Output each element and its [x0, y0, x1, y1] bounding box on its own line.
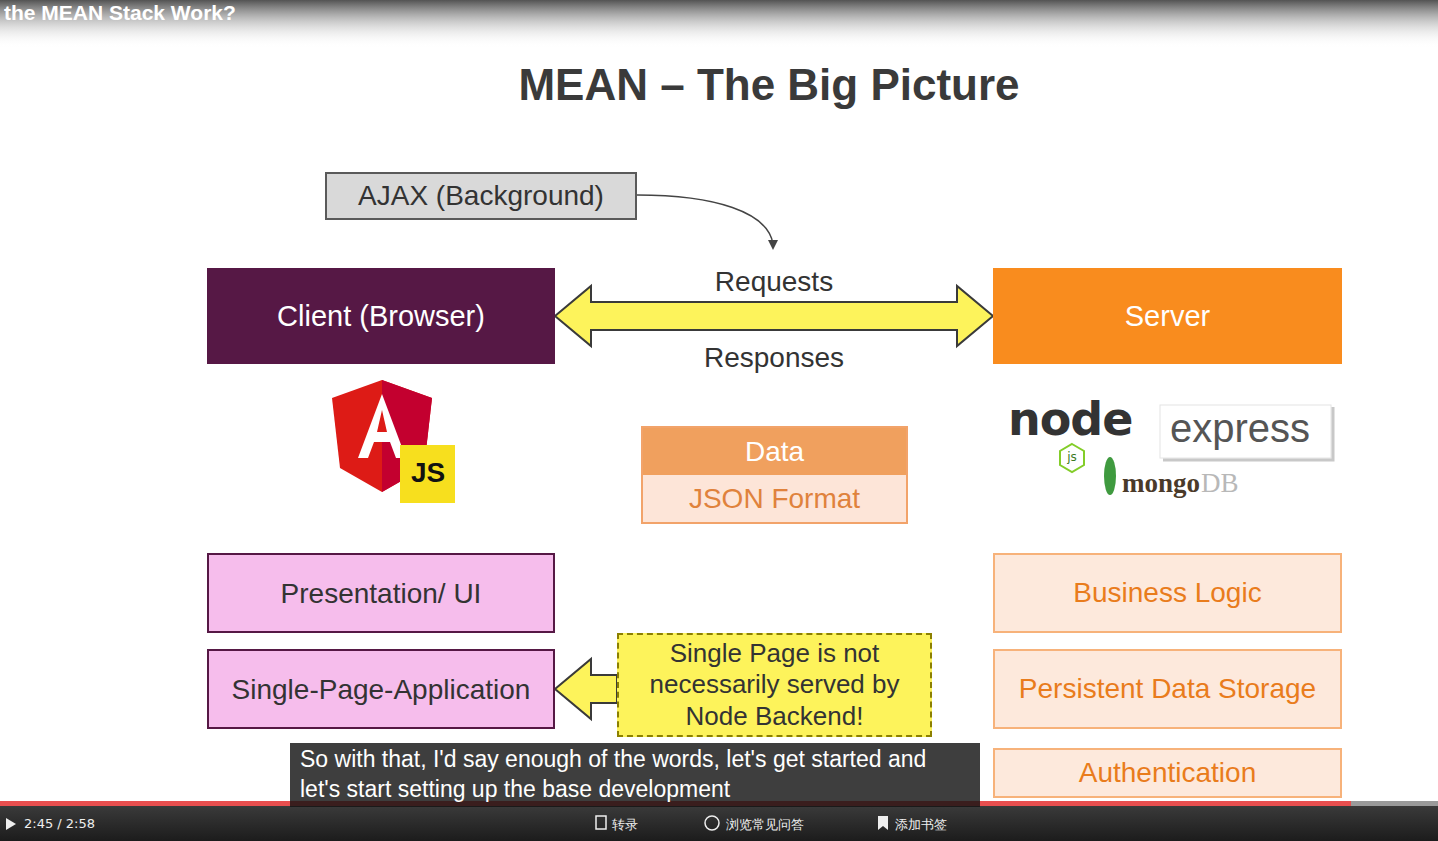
box-text: Server	[1125, 300, 1210, 333]
js-badge	[400, 445, 455, 503]
box-text: Persistent Data Storage	[1019, 672, 1316, 706]
box-subtext: JSON Format	[643, 475, 906, 522]
angular-a-hole	[377, 410, 387, 432]
logo-text: mongo	[1122, 468, 1200, 499]
player-button: 浏览常见问答	[726, 816, 804, 834]
transcript-icon	[596, 816, 606, 829]
box-text: Business Logic	[1073, 576, 1261, 610]
logo-text: DB	[1201, 468, 1239, 499]
arrow-label: Requests	[624, 266, 924, 298]
player-top-shade	[0, 0, 1438, 48]
node-hexagon	[1060, 444, 1084, 472]
box-text: Presentation/ UI	[281, 576, 482, 611]
slide-title: MEAN – The Big Picture	[419, 60, 1119, 110]
server-part-box: Persistent Data Storage	[993, 649, 1342, 729]
ajax-arrowhead	[768, 240, 778, 250]
arrow-label: Responses	[674, 342, 874, 374]
data-box: DataJSON Format	[641, 426, 908, 524]
time-display: 2:45 / 2:58	[24, 816, 95, 831]
box-text: Single-Page-Application	[232, 672, 531, 707]
box-text: Data	[643, 428, 906, 475]
box-text: Client (Browser)	[277, 300, 485, 333]
box-text: AJAX (Background)	[358, 180, 604, 212]
server-part-box: Authentication	[993, 748, 1342, 798]
block-arrow	[555, 659, 617, 719]
bookmark-icon	[878, 816, 888, 830]
client-box: Client (Browser)	[207, 268, 555, 364]
logo-text: JS	[400, 457, 456, 489]
callout-box: Single Page is not necessarily served by…	[617, 633, 932, 737]
logo-text: js	[1059, 450, 1085, 464]
subtitle: So with that, I'd say enough of the word…	[290, 743, 980, 807]
express-shadow	[1163, 407, 1333, 460]
logo-text: node	[1008, 392, 1132, 446]
ui-box: Presentation/ UI	[207, 553, 555, 633]
box-text: Authentication	[1079, 756, 1256, 790]
ajax-curve	[637, 195, 773, 244]
ajax-box: AJAX (Background)	[325, 172, 637, 220]
angular-a-glyph	[358, 394, 406, 458]
player-button: 添加书签	[895, 816, 947, 834]
express-badge	[1160, 405, 1331, 458]
player-control-bar	[0, 806, 1438, 841]
box-text: Single Page is not necessarily served by…	[629, 638, 920, 732]
server-part-box: Business Logic	[993, 553, 1342, 633]
play-icon	[6, 818, 16, 830]
logo-text: express	[1170, 406, 1310, 451]
mongo-leaf	[1104, 457, 1116, 495]
ui-box: Single-Page-Application	[207, 649, 555, 729]
faq-icon	[705, 816, 719, 830]
server-box: Server	[993, 268, 1342, 364]
progress-rest	[1351, 801, 1438, 806]
player-button: 转录	[612, 816, 638, 834]
video-title: the MEAN Stack Work?	[4, 1, 236, 25]
